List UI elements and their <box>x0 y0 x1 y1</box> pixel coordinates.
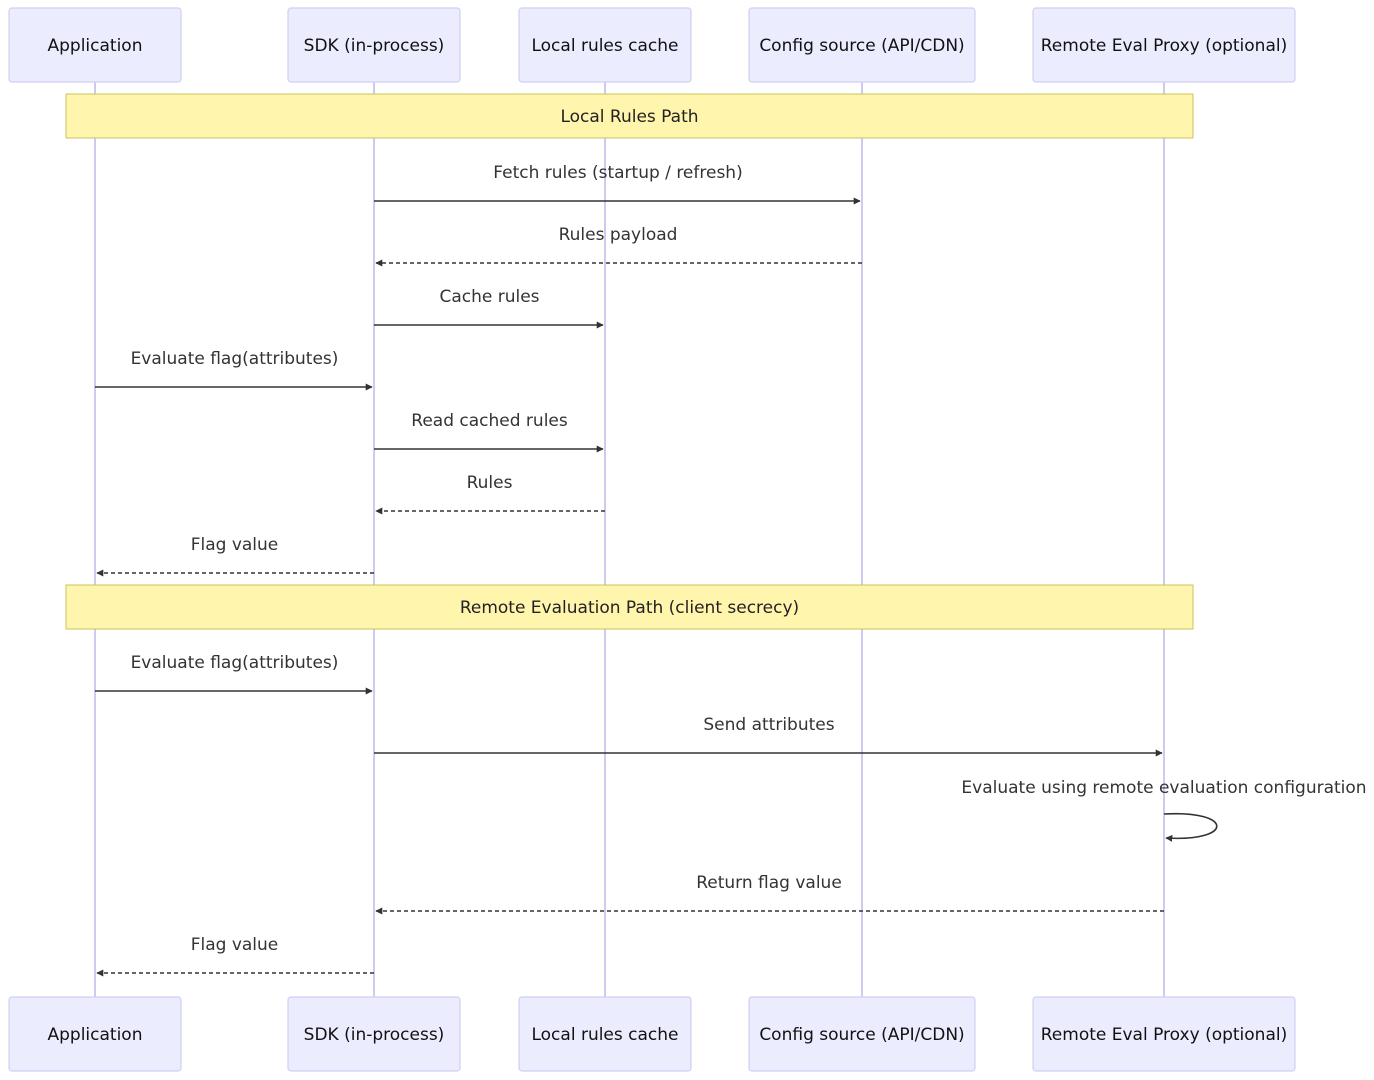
actor-label: Config source (API/CDN) <box>759 1025 964 1045</box>
actor-box <box>8 996 182 1072</box>
actor-box <box>1032 7 1296 83</box>
actor-sdk-top: SDK (in-process) <box>287 7 461 83</box>
message-rules: Rules <box>375 473 605 515</box>
actor-cache-bottom: Local rules cache <box>518 996 692 1072</box>
message-label: Evaluate flag(attributes) <box>131 349 339 369</box>
message-label: Flag value <box>191 935 279 955</box>
message-evaluate-flag-attributes: Evaluate flag(attributes) <box>95 349 373 391</box>
actor-label: Local rules cache <box>531 36 678 56</box>
actor-app-top: Application <box>8 7 182 83</box>
message-label: Rules <box>467 473 513 493</box>
actor-label: SDK (in-process) <box>304 36 445 56</box>
message-read-cached-rules: Read cached rules <box>374 411 604 453</box>
actor-label: Local rules cache <box>531 1025 678 1045</box>
actor-app-bottom: Application <box>8 996 182 1072</box>
actor-box <box>8 7 182 83</box>
message-label: Fetch rules (startup / refresh) <box>493 163 742 183</box>
note-label: Remote Evaluation Path (client secrecy) <box>460 598 799 618</box>
message-flag-value: Flag value <box>96 935 374 977</box>
actor-proxy-top: Remote Eval Proxy (optional) <box>1032 7 1296 83</box>
actor-label: Application <box>48 36 143 56</box>
actor-box <box>287 7 461 83</box>
actor-config-top: Config source (API/CDN) <box>748 7 976 83</box>
message-label: Evaluate using remote evaluation configu… <box>961 778 1366 798</box>
message-label: Return flag value <box>696 873 842 893</box>
actor-box <box>748 996 976 1072</box>
actor-box <box>1032 996 1296 1072</box>
actor-label: Remote Eval Proxy (optional) <box>1041 1025 1287 1045</box>
message-label: Rules payload <box>559 225 678 245</box>
actor-label: Remote Eval Proxy (optional) <box>1041 36 1287 56</box>
note-label: Local Rules Path <box>560 107 698 127</box>
actor-box <box>287 996 461 1072</box>
message-label: Send attributes <box>703 715 834 735</box>
actor-config-bottom: Config source (API/CDN) <box>748 996 976 1072</box>
message-label: Read cached rules <box>411 411 568 431</box>
message-send-attributes: Send attributes <box>374 715 1163 757</box>
note-box <box>65 93 1194 139</box>
note-remote-evaluation-path-client-secrecy: Remote Evaluation Path (client secrecy) <box>65 584 1194 630</box>
actor-cache-top: Local rules cache <box>518 7 692 83</box>
message-label: Cache rules <box>439 287 539 307</box>
actor-label: SDK (in-process) <box>304 1025 445 1045</box>
note-local-rules-path: Local Rules Path <box>65 93 1194 139</box>
message-return-flag-value: Return flag value <box>375 873 1164 915</box>
message-evaluate-using-remote-evaluation-configuration: Evaluate using remote evaluation configu… <box>961 778 1367 842</box>
message-label: Flag value <box>191 535 279 555</box>
note-box <box>65 584 1194 630</box>
message-rules-payload: Rules payload <box>375 225 862 267</box>
actor-sdk-bottom: SDK (in-process) <box>287 996 461 1072</box>
actor-label: Application <box>48 1025 143 1045</box>
message-flag-value: Flag value <box>96 535 374 577</box>
actor-proxy-bottom: Remote Eval Proxy (optional) <box>1032 996 1296 1072</box>
message-cache-rules: Cache rules <box>374 287 604 329</box>
message-arrow <box>1163 812 1218 842</box>
message-fetch-rules-startup-refresh: Fetch rules (startup / refresh) <box>374 163 861 205</box>
actor-label: Config source (API/CDN) <box>759 36 964 56</box>
actor-box <box>518 7 692 83</box>
actor-box <box>518 996 692 1072</box>
message-label: Evaluate flag(attributes) <box>131 653 339 673</box>
actor-box <box>748 7 976 83</box>
message-evaluate-flag-attributes: Evaluate flag(attributes) <box>95 653 373 695</box>
